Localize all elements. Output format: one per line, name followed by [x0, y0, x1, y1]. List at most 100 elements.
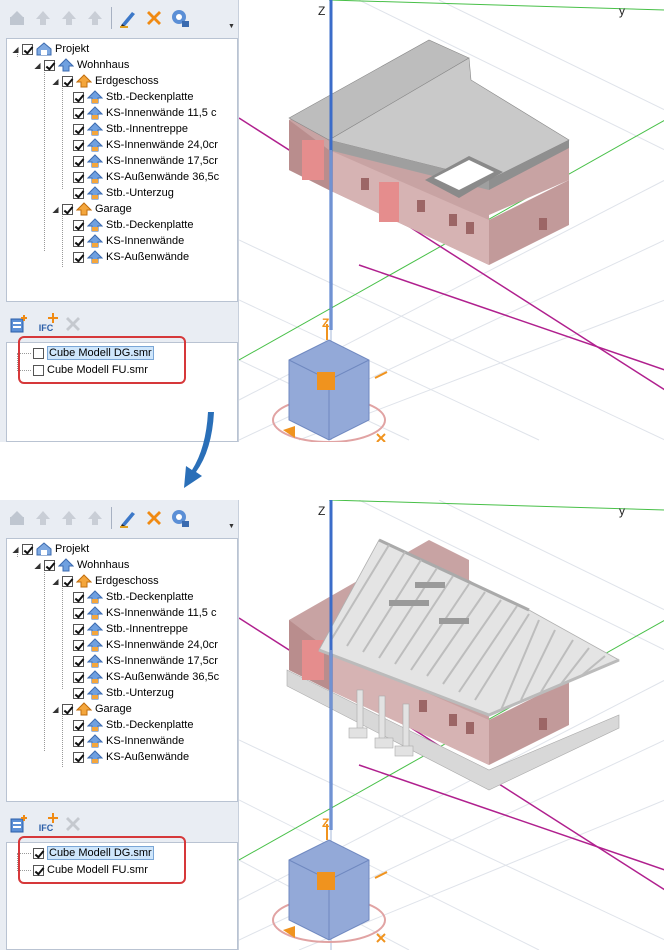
tree-item[interactable]: KS-Außenwände: [73, 749, 189, 765]
collapse-icon[interactable]: ◢: [52, 76, 59, 86]
checkbox-checked[interactable]: [73, 235, 84, 247]
move-up-all-icon[interactable]: [56, 505, 82, 531]
tree-node-garage[interactable]: ◢ Garage: [51, 201, 132, 217]
tree-node-projekt[interactable]: ◢ Projekt: [11, 541, 89, 557]
checkbox-checked[interactable]: [73, 751, 84, 763]
collapse-icon[interactable]: ◢: [52, 576, 59, 586]
add-reference-icon[interactable]: [6, 311, 32, 337]
remove-reference-icon[interactable]: [60, 311, 86, 337]
collapse-icon[interactable]: ◢: [34, 60, 41, 70]
checkbox-checked[interactable]: [73, 251, 84, 263]
tree-item[interactable]: KS-Außenwände 36,5c: [73, 669, 219, 685]
checkbox-checked[interactable]: [33, 864, 44, 876]
checkbox-checked[interactable]: [44, 559, 55, 571]
checkbox-checked[interactable]: [73, 91, 84, 103]
tree-node-garage[interactable]: ◢ Garage: [51, 701, 132, 717]
checkbox-checked[interactable]: [44, 59, 55, 71]
toolbar-overflow-icon[interactable]: ▼: [228, 23, 235, 30]
checkbox-checked[interactable]: [73, 607, 84, 619]
tree-node-wohnhaus[interactable]: ◢ Wohnhaus: [33, 557, 129, 573]
move-top-icon[interactable]: [82, 505, 108, 531]
edit-pen-icon[interactable]: [115, 505, 141, 531]
tree-item[interactable]: KS-Innenwände: [73, 733, 184, 749]
highlight-frame: [18, 336, 186, 384]
checkbox-checked[interactable]: [73, 639, 84, 651]
tree-item[interactable]: KS-Innenwände 24,0cr: [73, 137, 218, 153]
checkbox-checked[interactable]: [73, 623, 84, 635]
checkbox-checked[interactable]: [73, 107, 84, 119]
tree-item[interactable]: KS-Außenwände: [73, 249, 189, 265]
tree-item[interactable]: Stb.-Innentreppe: [73, 621, 188, 637]
checkbox-checked[interactable]: [73, 123, 84, 135]
tree-item[interactable]: Stb.-Innentreppe: [73, 121, 188, 137]
tree-node-projekt[interactable]: ◢ Projekt: [11, 41, 89, 57]
checkbox-checked[interactable]: [73, 735, 84, 747]
collapse-icon[interactable]: ◢: [34, 560, 41, 570]
move-up-icon[interactable]: [30, 505, 56, 531]
tree-item[interactable]: KS-Innenwände 11,5 c: [73, 105, 216, 121]
move-up-all-icon[interactable]: [56, 5, 82, 31]
collapse-icon[interactable]: ◢: [12, 544, 19, 554]
remove-reference-icon[interactable]: [60, 811, 86, 837]
checkbox-checked[interactable]: [73, 591, 84, 603]
tree-item[interactable]: Stb.-Deckenplatte: [73, 589, 193, 605]
checkbox-checked[interactable]: [62, 75, 73, 87]
tree-node-erdgeschoss[interactable]: ◢ Erdgeschoss: [51, 573, 159, 589]
tree-node-wohnhaus[interactable]: ◢ Wohnhaus: [33, 57, 129, 73]
3d-viewport[interactable]: Z y Z: [238, 0, 664, 442]
checkbox-checked[interactable]: [22, 543, 33, 555]
tree-label: KS-Außenwände: [106, 751, 190, 763]
collapse-icon[interactable]: ◢: [12, 44, 19, 54]
tree-item[interactable]: KS-Innenwände 17,5cr: [73, 153, 218, 169]
edit-pen-icon[interactable]: [115, 5, 141, 31]
tree-item[interactable]: Stb.-Deckenplatte: [73, 89, 193, 105]
toolbar-overflow-icon[interactable]: ▼: [228, 523, 235, 530]
collapse-icon[interactable]: ◢: [52, 204, 59, 214]
reference-item-dg[interactable]: Cube Modell DG.smr: [33, 345, 154, 361]
collapse-icon[interactable]: ◢: [52, 704, 59, 714]
checkbox-unchecked[interactable]: [33, 364, 44, 376]
checkbox-checked[interactable]: [73, 687, 84, 699]
tree-item[interactable]: KS-Innenwände 11,5 c: [73, 605, 216, 621]
delete-x-icon[interactable]: [141, 505, 167, 531]
checkbox-checked[interactable]: [62, 203, 73, 215]
visibility-settings-icon[interactable]: [167, 505, 193, 531]
import-icon[interactable]: [4, 505, 30, 531]
reference-item-dg[interactable]: Cube Modell DG.smr: [33, 845, 154, 861]
move-top-icon[interactable]: [82, 5, 108, 31]
move-up-icon[interactable]: [30, 5, 56, 31]
checkbox-checked[interactable]: [73, 155, 84, 167]
tree-node-erdgeschoss[interactable]: ◢ Erdgeschoss: [51, 73, 159, 89]
reference-item-fu[interactable]: Cube Modell FU.smr: [33, 362, 148, 378]
tree-item[interactable]: Stb.-Unterzug: [73, 185, 174, 201]
checkbox-checked[interactable]: [73, 219, 84, 231]
tree-label: Stb.-Deckenplatte: [106, 91, 194, 103]
tree-item[interactable]: KS-Innenwände 24,0cr: [73, 637, 218, 653]
checkbox-checked[interactable]: [73, 187, 84, 199]
delete-x-icon[interactable]: [141, 5, 167, 31]
tree-item[interactable]: KS-Innenwände 17,5cr: [73, 653, 218, 669]
checkbox-checked[interactable]: [73, 671, 84, 683]
tree-item[interactable]: Stb.-Deckenplatte: [73, 717, 193, 733]
checkbox-checked[interactable]: [62, 575, 73, 587]
visibility-settings-icon[interactable]: [167, 5, 193, 31]
checkbox-checked[interactable]: [33, 847, 44, 859]
checkbox-unchecked[interactable]: [33, 347, 44, 359]
checkbox-checked[interactable]: [73, 719, 84, 731]
add-ifc-icon[interactable]: IFC: [32, 311, 60, 337]
reference-item-fu[interactable]: Cube Modell FU.smr: [33, 862, 148, 878]
checkbox-checked[interactable]: [62, 703, 73, 715]
tree-item[interactable]: KS-Innenwände: [73, 233, 184, 249]
add-ifc-icon[interactable]: IFC: [32, 811, 60, 837]
add-reference-icon[interactable]: [6, 811, 32, 837]
checkbox-checked[interactable]: [22, 43, 33, 55]
checkbox-checked[interactable]: [73, 139, 84, 151]
tree-item[interactable]: Stb.-Deckenplatte: [73, 217, 193, 233]
tree-item[interactable]: KS-Außenwände 36,5c: [73, 169, 219, 185]
3d-viewport[interactable]: Z y Z: [238, 500, 664, 950]
checkbox-checked[interactable]: [73, 655, 84, 667]
checkbox-checked[interactable]: [73, 171, 84, 183]
tree-line: [44, 565, 45, 751]
tree-item[interactable]: Stb.-Unterzug: [73, 685, 174, 701]
import-icon[interactable]: [4, 5, 30, 31]
